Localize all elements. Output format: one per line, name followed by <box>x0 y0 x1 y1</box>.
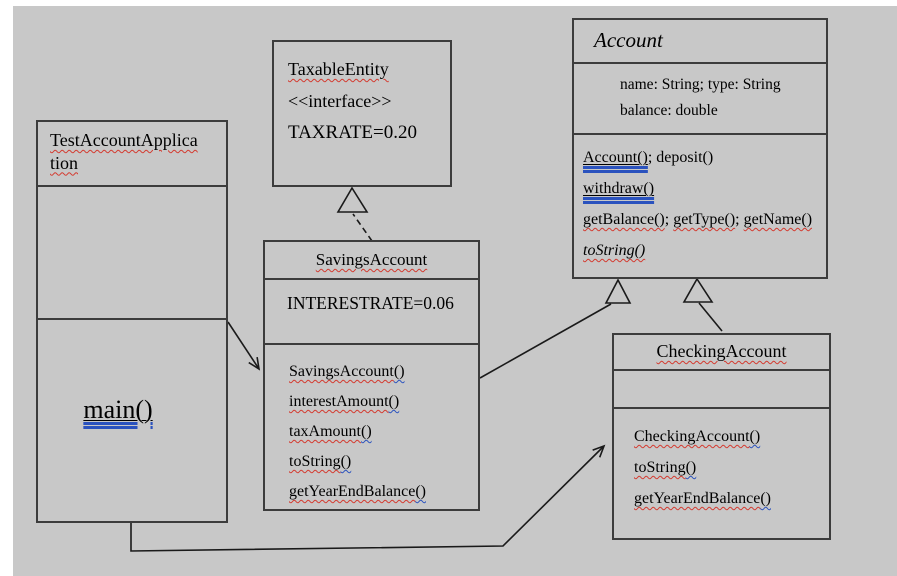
interface-body: TaxableEntity <<interface>> TAXRATE=0.20 <box>274 42 450 185</box>
class-title-section: CheckingAccount <box>614 335 829 371</box>
method-parens: () <box>388 393 400 410</box>
method-line: getBalance(); getType(); getName() <box>583 210 826 230</box>
method-parens: () <box>760 490 771 507</box>
method-name: toString <box>289 453 341 470</box>
stereotype-label: <<interface>> <box>288 91 392 111</box>
method-line: toString() <box>583 241 826 261</box>
method-line: CheckingAccount() <box>634 427 829 447</box>
methods-section: main() <box>38 320 226 521</box>
method-name: SavingsAccount <box>289 363 394 380</box>
method-text: ; deposit() <box>647 149 714 166</box>
method-name: withdraw() <box>583 180 655 197</box>
method-line: interestAmount() <box>289 392 478 412</box>
method-parens: () <box>361 423 372 440</box>
attributes-section-empty <box>614 371 829 409</box>
class-title-section: Account <box>574 20 826 64</box>
class-box-taxable-entity: TaxableEntity <<interface>> TAXRATE=0.20 <box>272 40 452 187</box>
class-title: SavingsAccount <box>315 250 428 269</box>
constant-label: INTERESTRATE=0.06 <box>287 293 454 313</box>
method-line: Account(); deposit() <box>583 148 826 168</box>
method-name-wrap: withdraw() <box>583 180 654 197</box>
method-line: taxAmount() <box>289 422 478 442</box>
method-line: SavingsAccount() <box>289 362 478 382</box>
method-parens: () <box>685 459 697 476</box>
method-name: CheckingAccount <box>634 428 750 445</box>
class-title: TaxableEntity <box>288 58 450 80</box>
class-title: CheckingAccount <box>656 341 787 361</box>
attribute-line: name: String; type: String <box>620 76 781 93</box>
methods-section: Account(); deposit() withdraw() getBalan… <box>574 135 826 277</box>
constant-section: INTERESTRATE=0.06 <box>265 280 478 345</box>
method-line: toString() <box>634 458 829 478</box>
method-line: toString() <box>289 452 478 472</box>
class-title-section: TestAccountApplication <box>38 122 226 187</box>
method-separator: ; <box>735 211 744 228</box>
method-line: getYearEndBalance() <box>634 489 829 509</box>
methods-section: SavingsAccount() interestAmount() taxAmo… <box>265 345 478 509</box>
method-name: getBalance() <box>583 211 665 228</box>
class-box-test-account-application: TestAccountApplication main() <box>36 120 228 523</box>
method-name: interestAmount <box>289 393 389 410</box>
method-line: getYearEndBalance() <box>289 482 478 502</box>
method-name: toString() <box>583 242 646 259</box>
attribute-line: balance: double <box>620 102 718 119</box>
method-parens: () <box>340 453 352 470</box>
method-name: toString <box>634 459 686 476</box>
method-line: main() <box>83 395 152 425</box>
class-title-section: SavingsAccount <box>265 242 478 280</box>
attributes-section: name: String; type: String balance: doub… <box>574 64 826 135</box>
method-name: getName() <box>743 211 813 228</box>
attributes-section-empty <box>38 187 226 320</box>
method-parens: () <box>749 428 761 445</box>
class-title: Account <box>594 28 663 52</box>
constant-label: TAXRATE=0.20 <box>288 122 417 143</box>
method-name-wrap: Account() <box>583 149 648 166</box>
method-name: getYearEndBalance <box>289 483 416 500</box>
class-box-checking-account: CheckingAccount CheckingAccount() toStri… <box>612 333 831 540</box>
class-title-text: TaxableEntity <box>288 59 389 79</box>
method-separator: ; <box>664 211 674 228</box>
method-name: getType() <box>673 211 736 228</box>
method-name: main() <box>83 394 153 424</box>
method-parens: () <box>415 483 426 500</box>
method-name: getYearEndBalance <box>634 490 761 507</box>
methods-section: CheckingAccount() toString() getYearEndB… <box>614 409 829 538</box>
method-name: taxAmount <box>289 423 361 440</box>
class-box-savings-account: SavingsAccount INTERESTRATE=0.06 Savings… <box>263 240 480 511</box>
method-parens: () <box>393 363 405 380</box>
method-name: Account() <box>583 149 648 166</box>
class-box-account: Account name: String; type: String balan… <box>572 18 828 279</box>
class-title: TestAccountApplication <box>50 130 198 173</box>
method-line: withdraw() <box>583 179 826 199</box>
